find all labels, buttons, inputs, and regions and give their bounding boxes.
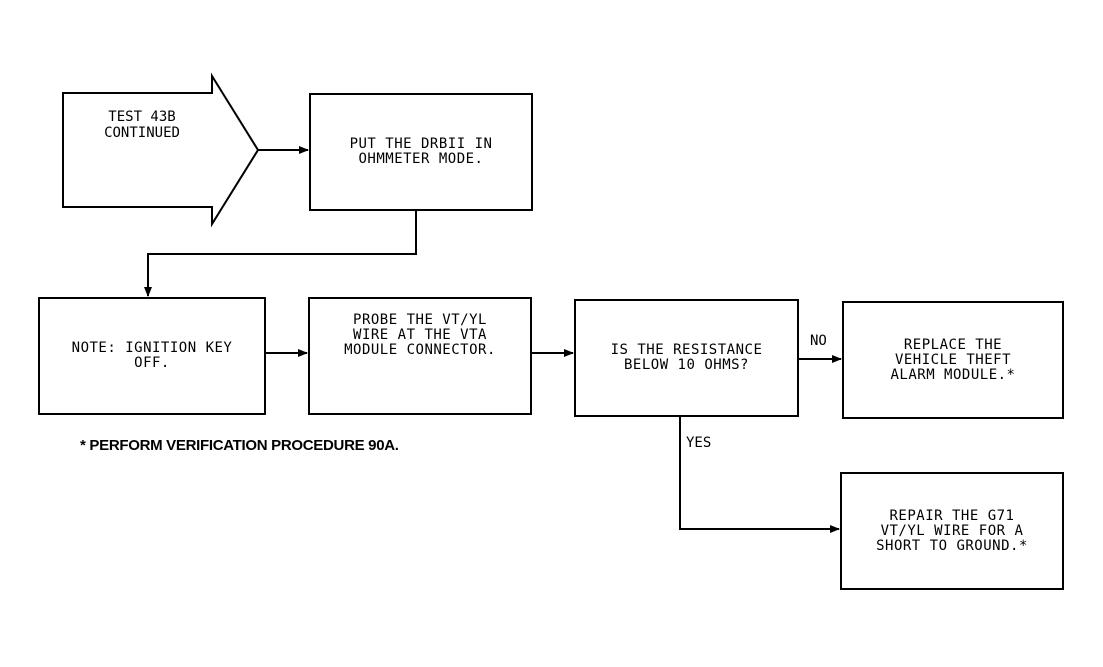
note-ignition-text: NOTE: IGNITION KEY OFF. <box>71 340 233 371</box>
put-drbii-text: PUT THE DRBII IN OHMMETER MODE. <box>349 136 493 167</box>
probe-wire-text: PROBE THE VT/YL WIRE AT THE VTA MODULE C… <box>344 312 496 358</box>
repair-wire-text: REPAIR THE G71 VT/YL WIRE FOR A SHORT TO… <box>876 507 1028 554</box>
note-ignition-box: NOTE: IGNITION KEY OFF. <box>38 297 266 415</box>
start-block-arrow <box>62 72 260 228</box>
replace-module-box: REPLACE THE VEHICLE THEFT ALARM MODULE.* <box>842 301 1064 419</box>
replace-module-text: REPLACE THE VEHICLE THEFT ALARM MODULE.* <box>890 336 1016 383</box>
repair-wire-box: REPAIR THE G71 VT/YL WIRE FOR A SHORT TO… <box>840 472 1064 590</box>
resistance-question-text: IS THE RESISTANCE BELOW 10 OHMS? <box>610 342 763 373</box>
footnote-verification: * PERFORM VERIFICATION PROCEDURE 90A. <box>80 437 399 454</box>
connector-question-to-repair <box>679 416 840 533</box>
branch-label-yes: YES <box>686 435 712 451</box>
start-arrow-text: TEST 43B CONTINUED <box>104 109 180 141</box>
put-drbii-box: PUT THE DRBII IN OHMMETER MODE. <box>309 93 533 211</box>
resistance-question-box: IS THE RESISTANCE BELOW 10 OHMS? <box>574 299 799 417</box>
connector-drbii-to-note <box>144 211 417 297</box>
probe-wire-box: PROBE THE VT/YL WIRE AT THE VTA MODULE C… <box>308 297 532 415</box>
branch-label-no: NO <box>810 333 827 349</box>
